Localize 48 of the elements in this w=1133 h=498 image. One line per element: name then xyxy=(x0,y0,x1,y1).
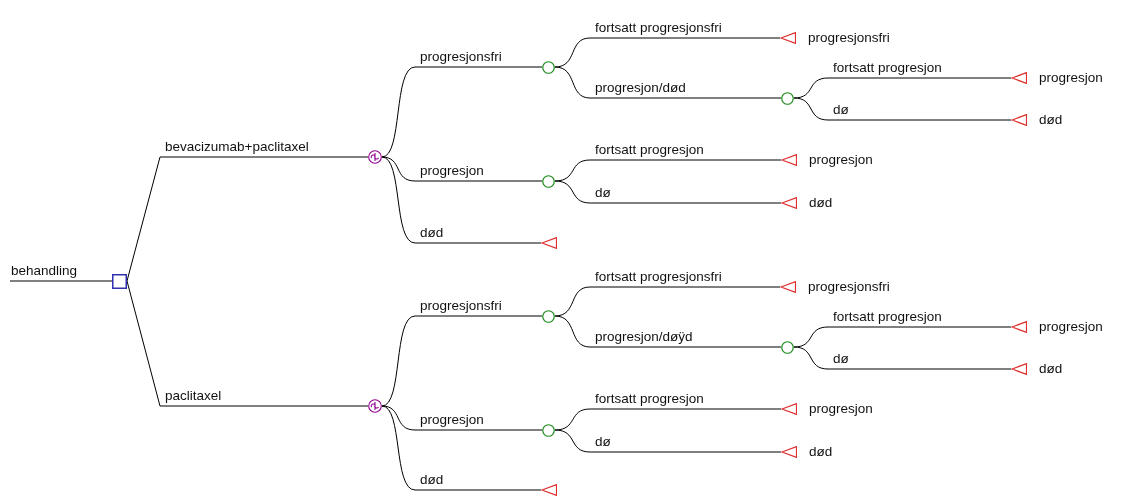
outcome-label: progresjonsfri xyxy=(808,279,890,295)
outcome-label: død xyxy=(1039,112,1063,128)
branch-label: progresjonsfri xyxy=(419,49,503,64)
branch-label: dø xyxy=(832,351,850,366)
branch-line xyxy=(381,405,542,491)
branch-label: død xyxy=(419,225,445,240)
branch-label: fortsatt progresjon xyxy=(594,391,705,406)
branch-line xyxy=(554,315,782,348)
branch-line xyxy=(381,156,542,244)
branch-label: fortsatt progresjon xyxy=(594,142,705,157)
branch-label: progresjon/død xyxy=(594,80,687,95)
branch-label: progresjon xyxy=(419,163,485,178)
branch-line xyxy=(381,405,543,431)
outcome-label: progresjonsfri xyxy=(808,30,890,46)
outcome-label: progresjon xyxy=(1039,70,1103,86)
outcome-label: progresjon xyxy=(809,401,873,417)
branch-line xyxy=(381,315,543,407)
branch-line xyxy=(793,97,1012,121)
branch-label: død xyxy=(419,472,445,487)
branch-line xyxy=(381,156,543,182)
outcome-label: død xyxy=(809,444,833,460)
branch-label: dø xyxy=(594,434,612,449)
outcome-label: død xyxy=(1039,361,1063,377)
branch-line xyxy=(554,66,782,99)
branch-line xyxy=(126,280,369,407)
branch-label: fortsatt progresjonsfri xyxy=(594,269,723,284)
branch-line xyxy=(554,180,782,204)
branch-line xyxy=(381,66,543,158)
branch-label: behandling xyxy=(10,263,79,278)
branch-label: bevacizumab+paclitaxel xyxy=(164,139,310,154)
branch-label: progresjonsfri xyxy=(419,298,503,313)
branch-label: fortsatt progresjon xyxy=(832,60,943,75)
branch-label: paclitaxel xyxy=(164,388,223,403)
branch-line xyxy=(9,280,113,282)
branch-line xyxy=(126,156,369,282)
branch-label: progresjon xyxy=(419,412,485,427)
branch-label: fortsatt progresjon xyxy=(832,309,943,324)
branch-label: progresjon/døÿd xyxy=(594,329,694,344)
outcome-label: progresjon xyxy=(809,152,873,168)
branch-line xyxy=(554,286,781,317)
branch-line xyxy=(554,37,781,68)
branch-line xyxy=(793,346,1012,370)
branch-label: fortsatt progresjonsfri xyxy=(594,20,723,35)
branch-line xyxy=(554,429,782,453)
branch-label: dø xyxy=(832,102,850,117)
branch-label: dø xyxy=(594,185,612,200)
outcome-label: progresjon xyxy=(1039,319,1103,335)
outcome-label: død xyxy=(809,195,833,211)
